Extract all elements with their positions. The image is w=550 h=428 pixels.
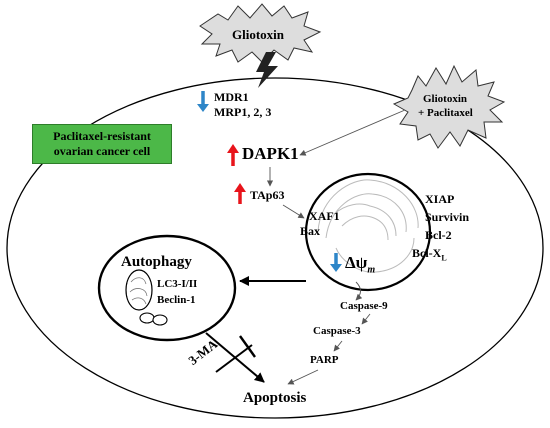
autophagosome [97,234,237,342]
arrow-tap63-to-xaf1 [282,204,305,219]
label-tap63: TAp63 [250,188,285,202]
label-beclin: Beclin-1 [157,294,196,306]
arrow-deltapsi-to-caspase9 [355,281,363,301]
cell-type-line1: Paclitaxel-resistant [53,129,151,143]
label-mdr1: MDR1 [214,90,249,104]
label-mrp: MRP1, 2, 3 [214,105,272,119]
cell-type-box: Paclitaxel-resistant ovarian cancer cell [32,124,172,164]
label-parp: PARP [310,354,339,366]
label-lc3: LC3-I/II [157,278,198,290]
inhibition-3ma-line [215,344,253,373]
autophagosome-vesicle-1 [139,312,155,324]
label-caspase9: Caspase-9 [340,300,388,312]
label-delta-psi: Δψm [345,254,375,275]
label-dapk1: DAPK1 [242,144,299,163]
label-bcl2: Bcl-2 [425,228,452,242]
label-bclxl-base: Bcl-X [412,246,442,260]
label-caspase3: Caspase-3 [313,325,361,337]
label-xiap: XIAP [425,192,455,206]
arrow-caspase3-to-parp [333,340,343,352]
autophagosome-mito-cristae [129,277,148,305]
label-gliotoxin: Gliotoxin [232,27,285,42]
arrow-parp-to-apoptosis [287,369,319,385]
autophagosome-mitochondrion [125,269,153,311]
label-autophagy: Autophagy [121,254,192,270]
label-bclxl-sub: L [441,253,447,263]
label-bax: Bax [300,224,321,238]
autophagosome-vesicle-2 [152,314,168,326]
gliotoxin-paclitaxel-burst [392,64,506,149]
label-bclxl: Bcl-XL [412,247,447,262]
label-survivin: Survivin [425,210,470,224]
label-combo-line2: + Paclitaxel [418,107,473,119]
inhibition-3ma-bar [239,335,256,358]
down-arrow-delta-psi-head [330,264,342,272]
up-arrow-dapk1-head [227,144,239,153]
label-xaf1: XAF1 [309,209,340,223]
label-delta-psi-sub: m [367,264,376,276]
down-arrow-mdr-head [197,104,209,112]
gliotoxin-burst [199,3,322,63]
arrow-combo-to-dapk1 [299,109,406,156]
label-combo-line1: Gliotoxin [423,93,468,105]
label-apoptosis: Apoptosis [243,390,307,406]
lightning-bolt-icon [256,52,278,88]
mitochondrion-cristae [317,179,419,273]
label-delta-psi-base: Δψ [345,253,368,272]
cell-type-line2: ovarian cancer cell [53,144,151,158]
up-arrow-tap63-head [234,183,246,192]
cell-membrane [6,77,544,419]
arrow-caspase9-to-caspase3 [361,313,371,325]
